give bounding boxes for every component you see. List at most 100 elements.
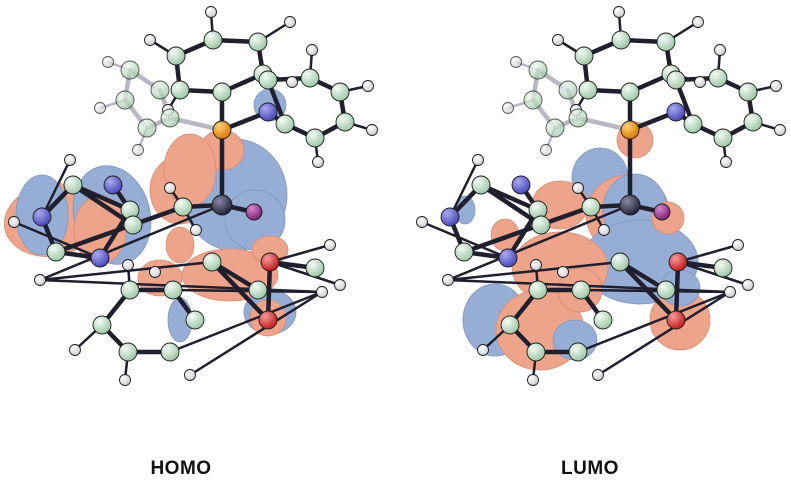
- lumo-atoms: [416, 6, 786, 386]
- carbon-atom: [611, 30, 631, 50]
- hydrogen-atom: [592, 369, 604, 381]
- carbon-atom: [471, 175, 491, 195]
- nitrogen-atom: [440, 207, 460, 227]
- bond: [579, 288, 732, 294]
- nitrogen-atom: [32, 207, 52, 227]
- hydrogen-atom: [286, 76, 298, 88]
- hydrogen-atom: [164, 182, 176, 194]
- carbon-atom: [275, 114, 295, 134]
- carbon-atom: [170, 80, 190, 100]
- bond: [38, 260, 214, 282]
- hydrogen-atom: [190, 224, 202, 236]
- nitrogen-atom: [498, 248, 518, 268]
- bond: [446, 203, 632, 282]
- carbon-atom: [578, 80, 598, 100]
- hydrogen-atom: [557, 266, 569, 278]
- carbon-atom: [335, 112, 355, 132]
- metal-atom: [619, 194, 641, 216]
- nitrogen-atom: [666, 102, 686, 122]
- oxygen-atom: [258, 310, 278, 330]
- bond: [420, 220, 510, 260]
- bond: [38, 203, 224, 282]
- hydrogen-atom: [770, 80, 782, 92]
- bond: [576, 290, 732, 354]
- hydrogen-atom: [306, 44, 318, 56]
- hydrogen-atom: [144, 34, 156, 46]
- bond: [268, 260, 342, 287]
- hydrogen-atom: [64, 154, 76, 166]
- carbon-atom: [150, 80, 170, 100]
- homo-label: HOMO: [150, 458, 212, 479]
- hydrogen-atom: [324, 239, 336, 251]
- carbon-atom: [656, 32, 676, 52]
- carbon-atom: [500, 315, 520, 335]
- hydrogen-atom: [694, 76, 706, 88]
- carbon-atom: [305, 128, 325, 148]
- nitrogen-atom: [511, 175, 531, 195]
- carbon-atom: [305, 258, 325, 278]
- bond: [70, 182, 136, 228]
- hydrogen-atom: [69, 344, 81, 356]
- carbon-atom: [545, 118, 565, 138]
- carbon-atom: [581, 197, 601, 217]
- bond: [596, 290, 732, 377]
- carbon-atom: [118, 342, 138, 362]
- bond: [188, 290, 324, 377]
- lumo-label: LUMO: [561, 458, 619, 479]
- lumo-panel: [416, 6, 786, 386]
- carbon-atom: [120, 280, 140, 300]
- hydrogen-atom: [540, 144, 552, 156]
- bond: [12, 220, 102, 260]
- halide-atom: [245, 203, 263, 221]
- carbon-atom: [203, 30, 223, 50]
- carbon-atom: [558, 80, 578, 100]
- hydrogen-atom: [122, 259, 134, 271]
- hydrogen-atom: [34, 274, 46, 286]
- hydrogen-atom: [572, 182, 584, 194]
- hydrogen-atom: [94, 102, 106, 114]
- carbon-atom: [743, 112, 763, 132]
- carbon-atom: [528, 60, 548, 80]
- hydrogen-atom: [724, 286, 736, 298]
- carbon-atom: [523, 90, 543, 110]
- nitrogen-atom: [258, 102, 278, 122]
- carbon-atom: [683, 114, 703, 134]
- carbon-atom: [115, 90, 135, 110]
- carbon-atom: [656, 280, 676, 300]
- halide-atom: [653, 203, 671, 221]
- carbon-atom: [574, 46, 594, 66]
- hydrogen-atom: [416, 216, 428, 228]
- carbon-atom: [300, 68, 320, 88]
- positive-orbital-lobe: [163, 133, 217, 207]
- carbon-atom: [123, 215, 143, 235]
- carbon-atom: [212, 82, 232, 102]
- hydrogen-atom: [8, 216, 20, 228]
- carbon-atom: [454, 242, 474, 262]
- hydrogen-atom: [102, 56, 114, 68]
- bond: [171, 288, 324, 294]
- bond: [676, 260, 750, 287]
- hydrogen-atom: [714, 44, 726, 56]
- carbon-atom: [531, 215, 551, 235]
- hydrogen-atom: [552, 34, 564, 46]
- metal-atom: [211, 194, 233, 216]
- bond: [478, 182, 544, 228]
- carbon-atom: [713, 258, 733, 278]
- nitrogen-atom: [90, 248, 110, 268]
- hydrogen-atom: [527, 374, 539, 386]
- oxygen-atom: [666, 310, 686, 330]
- bond: [40, 158, 72, 219]
- carbon-atom: [713, 128, 733, 148]
- hydrogen-atom: [774, 124, 786, 136]
- hydrogen-atom: [732, 239, 744, 251]
- hydrogen-atom: [205, 6, 217, 18]
- hydrogen-atom: [132, 144, 144, 156]
- carbon-atom: [248, 280, 268, 300]
- carbon-atom: [137, 118, 157, 138]
- hydrogen-atom: [477, 344, 489, 356]
- carbon-atom: [528, 280, 548, 300]
- carbon-atom: [185, 310, 205, 330]
- hydrogen-atom: [184, 369, 196, 381]
- bond: [448, 158, 480, 219]
- hydrogen-atom: [312, 156, 324, 168]
